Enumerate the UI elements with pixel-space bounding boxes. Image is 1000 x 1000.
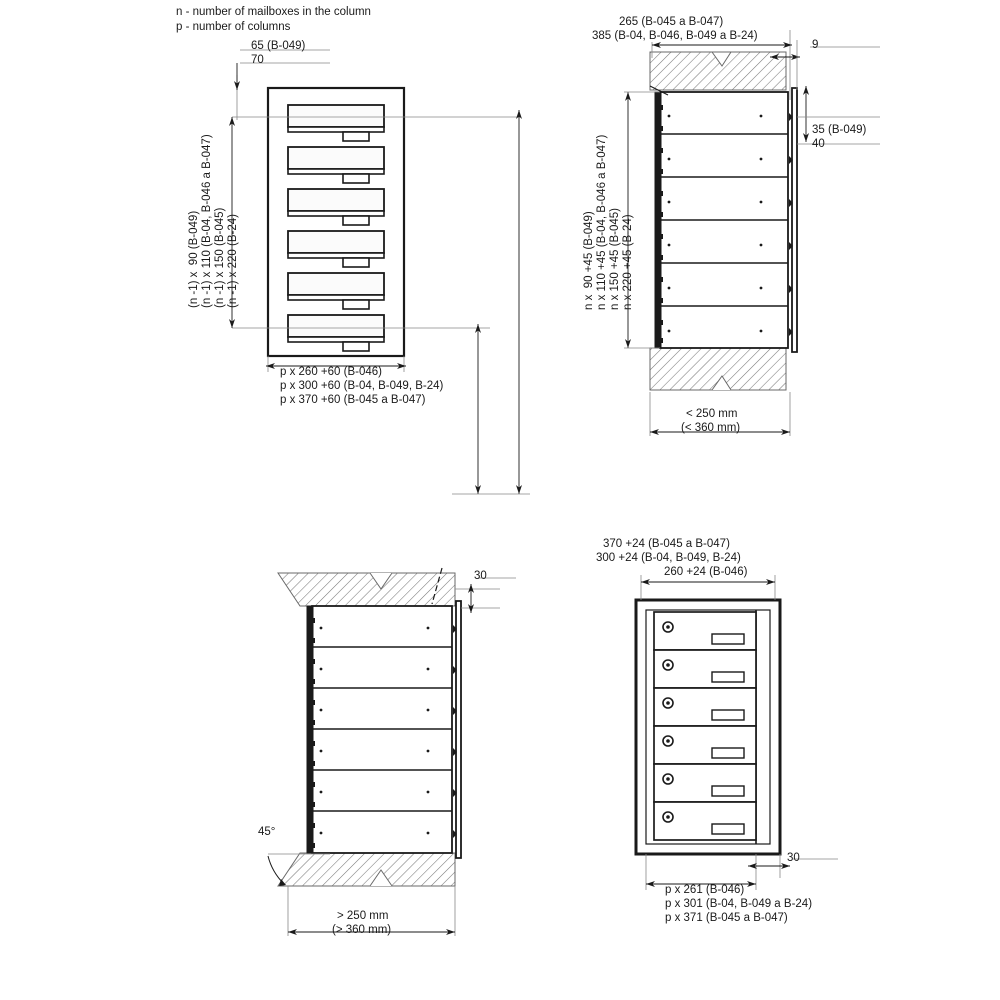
wall-upper-slab [277,572,456,607]
mail-slot [287,314,385,352]
extension-lines [232,49,520,329]
mail-slot-group [287,104,385,352]
mail-slot [287,188,385,226]
legend-line-p: p - number of columns [176,21,291,33]
dim-label-height-b045: (n -1) x 150 (B-045) [214,207,226,308]
view-front-surface [634,575,838,890]
dim-label-p301: p x 301 (B-04, B-049 a B-24) [665,898,813,910]
dim-label-300: 300 +24 (B-04, B-049, B-24) [596,552,741,564]
dim-label-lt250: < 250 mm [686,408,738,420]
dim-label-depth-b04: n x 110 +45 (B-04, B-046 a B-047) [596,134,608,310]
wall-lower-slab [277,852,456,887]
mailbox-door [653,687,757,727]
leader-line [649,85,669,96]
dim-label-385: 385 (B-04, B-046, B-049 a B-24) [592,30,758,42]
mail-slot [287,230,385,268]
view-section-surface [267,567,516,936]
dim-label-lt360: (< 360 mm) [681,422,741,434]
dim-bottom-depth [287,886,456,936]
dim-label-width-b04: p x 300 +60 (B-04, B-049, B-24) [280,380,444,392]
dim-label-30-surface: 30 [787,852,800,864]
mailbox-door [653,725,757,765]
dim-label-depth-b24: n x 220 +45 (B-24) [622,214,634,310]
angle-leader [267,853,330,886]
wall-lower [649,347,787,391]
dim-label-gt360: (> 360 mm) [332,924,392,936]
hinge-detail [310,618,457,848]
mailbox-door [653,763,757,803]
dim-label-gt250: > 250 mm [337,910,389,922]
dim-bottom-depth [649,392,791,436]
dim-bottom-width [645,854,838,890]
dim-label-p371: p x 371 (B-045 a B-047) [665,912,788,924]
shelf-group [660,133,788,307]
mail-slot [287,104,385,142]
dim-label-370: 370 +24 (B-045 a B-047) [603,538,730,550]
dim-top-width [640,575,776,600]
shelf-group [312,646,452,812]
mailbox-door [653,649,757,689]
mailbox-door [653,611,757,651]
dim-left-height [624,91,660,349]
mailbox-door [653,801,757,841]
dim-label-40: 40 [812,138,825,150]
dim-label-65: 65 (B-049) [251,40,306,52]
dim-label-30-gap: 30 [474,570,487,582]
dim-label-9: 9 [812,39,819,51]
angle-label-45: 45° [258,826,276,838]
dim-label-260: 260 +24 (B-046) [664,566,748,578]
wall-upper [649,51,787,91]
dim-label-35: 35 (B-049) [812,124,867,136]
door-panel [791,87,798,353]
view-section-recessed [624,30,880,436]
dim-right-tall [452,110,530,495]
leader-line [431,567,443,605]
hinge-detail [658,105,793,343]
dim-label-265: 265 (B-045 a B-047) [619,16,724,28]
dim-label-height-b24: (n -1) x 220 (B-24) [227,214,239,308]
mail-slot [287,272,385,310]
dim-label-depth-b045: n x 150 +45 (B-045) [609,208,621,310]
view-front-recessed [229,49,530,495]
dim-label-width-b046: p x 260 +60 (B-046) [280,366,382,378]
door-group [653,611,757,841]
dim-label-p261: p x 261 (B-046) [665,884,745,896]
door-panel [455,600,462,859]
dim-30-gap [455,577,516,613]
legend-line-n: n - number of mailboxes in the column [176,6,371,18]
dim-label-height-b04: (n -1) x 110 (B-04, B-046 a B-047) [201,134,213,308]
dim-label-depth-b049: n x 90 +45 (B-049) [583,211,595,310]
mail-slot [287,146,385,184]
dim-label-height-b049: (n -1) x 90 (B-049) [188,210,200,308]
dim-bottom-horizontal [266,356,406,372]
dim-top-width [651,30,880,100]
dim-right-depth [797,86,880,145]
dim-label-70: 70 [251,54,264,66]
dim-label-width-b045: p x 370 +60 (B-045 a B-047) [280,394,426,406]
